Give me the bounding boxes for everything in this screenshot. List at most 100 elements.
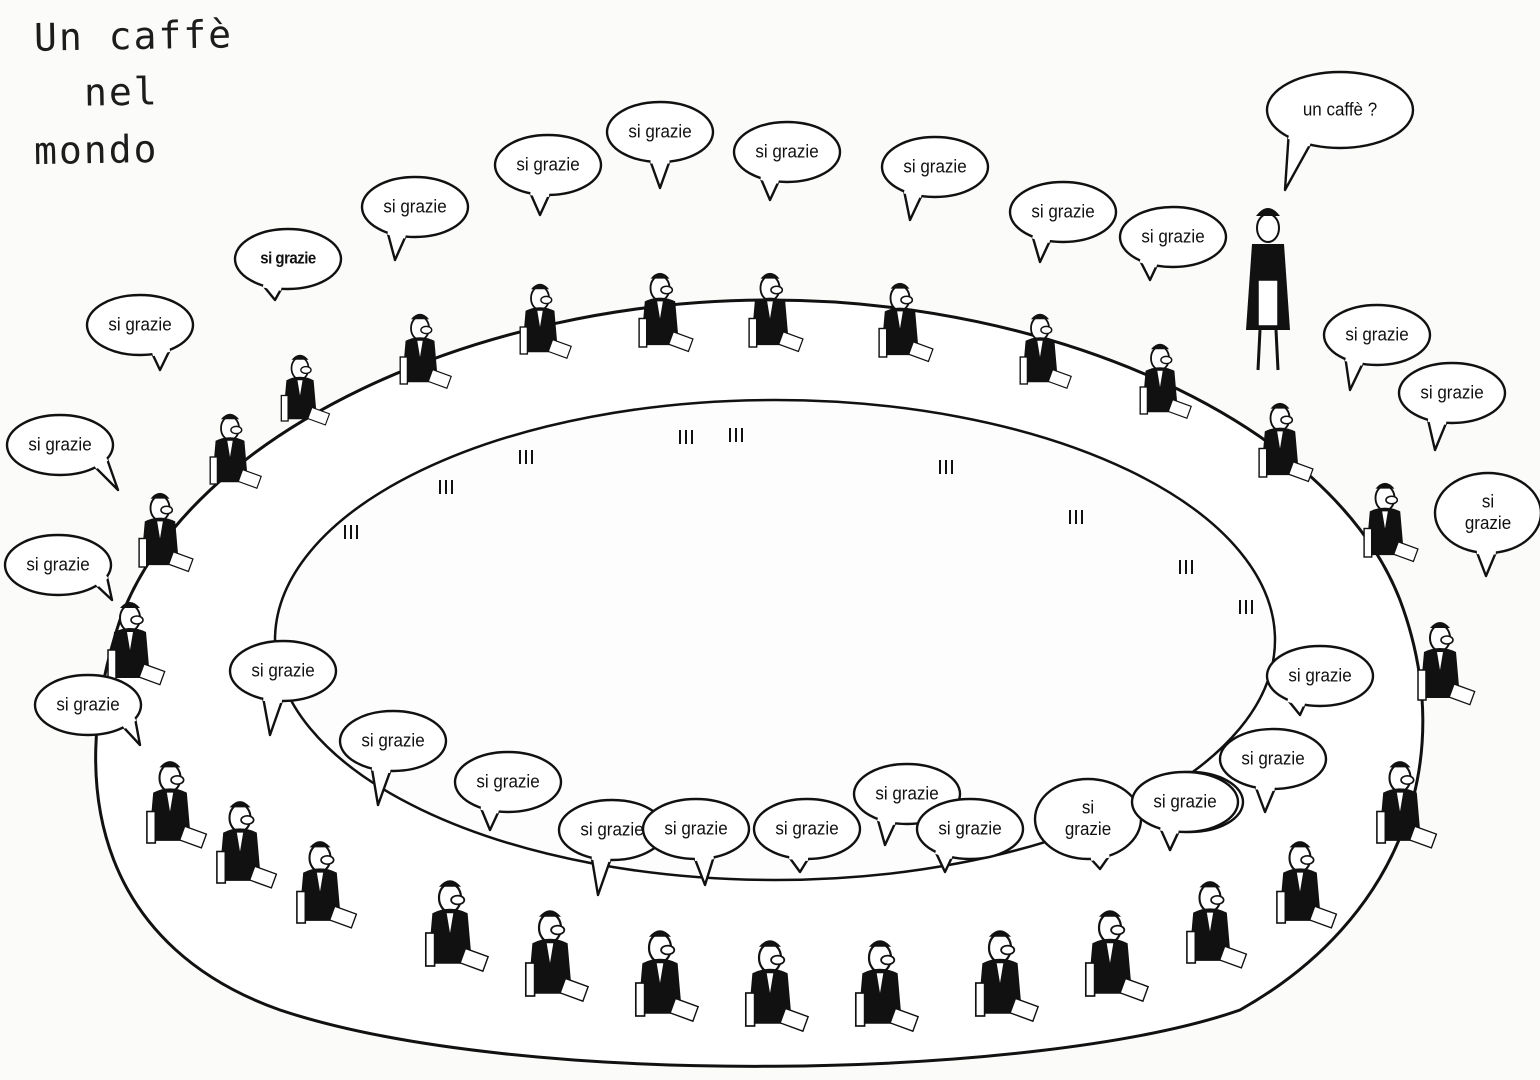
title-line-3: mondo [33,126,159,174]
speech-bubble-text: si grazie [664,818,728,839]
delegate-figure [744,940,810,1033]
speech-bubble-outline [732,120,842,202]
speech-bubble-text: si grazie [1064,797,1112,840]
seated-delegates [107,208,1476,1033]
speech-bubble-text: si grazie [1288,665,1352,686]
speech-bubble-outline [605,100,715,190]
speech-bubble-outline [915,797,1025,874]
speech-bubble-text: si grazie [516,154,580,175]
speech-bubble-outline [1265,644,1375,717]
speech-bubble-outline [1130,770,1240,852]
speech-bubble-outline [641,797,751,887]
speech-bubble: si grazie [1433,471,1540,578]
delegate-figure [1417,622,1476,706]
speech-bubble-outline [1265,70,1415,192]
speech-bubble-outline [453,750,563,832]
speech-bubble-outline [228,639,338,737]
delegate-figure [216,801,278,889]
delegate-figure [1084,910,1150,1003]
speech-bubble: si grazie [453,750,563,832]
speech-bubble-text: si grazie [1031,201,1095,222]
speech-bubble-text: si grazie [260,249,316,268]
delegate-figure [138,492,194,573]
speech-bubble: si grazie [557,798,667,897]
speech-bubble-text: si grazie [1464,491,1512,534]
speech-bubble-text: si grazie [628,121,692,142]
speech-bubble: si grazie [641,797,751,887]
delegate-figure [1019,313,1072,389]
speech-bubble: si grazie [1033,777,1143,871]
speech-bubble-text: si grazie [903,156,967,177]
delegate-figure [399,313,452,389]
speech-bubble-text: si grazie [1345,324,1409,345]
delegate-figure [1258,402,1314,483]
delegate-figure [638,272,694,353]
speech-bubble-outline [3,533,114,602]
speech-bubble: si grazie [1118,205,1228,282]
speech-bubble-outline [338,709,448,807]
speech-bubble-outline [1033,777,1143,871]
speech-bubble-outline [1397,361,1507,452]
speech-bubble: un caffè ? [1265,70,1415,192]
title-line-2: nel [83,69,160,115]
delegate-figure [524,910,590,1003]
speech-bubble-text: un caffè ? [1302,99,1378,120]
speech-bubble: si grazie [5,413,120,492]
delegate-figure [974,930,1040,1023]
speech-bubble: si grazie [1008,180,1118,264]
speech-bubble-outline [1118,205,1228,282]
delegate-figure [854,940,920,1033]
speech-bubble: si grazie [915,797,1025,874]
speech-bubble: si grazie [1397,361,1507,452]
speech-bubble: si grazie [85,293,195,372]
speech-bubble-text: si grazie [938,818,1002,839]
speech-bubble-text: si grazie [361,730,425,751]
speech-bubble: si grazie [233,227,343,302]
table-leg-mark [439,480,453,494]
table-leg-mark [1179,560,1193,574]
table-leg-mark [1069,510,1083,524]
speech-bubble-outline [360,175,470,262]
speech-bubble-outline [1218,727,1328,814]
speech-bubble: si grazie [1265,644,1375,717]
speech-bubble: si grazie [228,639,338,737]
speech-bubble-text: si grazie [775,818,839,839]
speech-bubble-text: si grazie [875,783,939,804]
delegate-figure [1186,881,1248,969]
waitress-figure [1246,208,1290,371]
speech-bubble-text: si grazie [476,771,540,792]
delegate-figure [1276,841,1338,929]
delegate-figure [209,413,262,489]
speech-bubble-outline [1322,303,1432,392]
speech-bubble-text: si grazie [251,660,315,681]
speech-bubble-outline [752,797,862,874]
delegate-figure [1139,343,1192,419]
speech-bubble: si grazie [338,709,448,807]
table-leg-mark [939,460,953,474]
speech-bubble-text: si grazie [1420,382,1484,403]
delegate-figure [878,282,934,363]
delegate-figure [1376,761,1438,849]
speech-bubble-outline [493,133,603,217]
speech-bubble-text: si grazie [383,196,447,217]
table-leg-mark [1239,600,1253,614]
speech-bubble: si grazie [360,175,470,262]
speech-bubble: si grazie [732,120,842,202]
delegate-figure [146,761,208,849]
speech-bubble: si grazie [1322,303,1432,392]
speech-bubble-text: si grazie [28,434,92,455]
speech-bubble-text: si grazie [108,314,172,335]
title-line-1: Un caffè [33,12,234,60]
speech-bubble-text: si grazie [755,141,819,162]
speech-bubble-outline [233,227,343,302]
speech-bubble: si grazie [3,533,114,603]
speech-bubble: si grazie [1130,770,1240,852]
table-leg-mark [729,428,743,442]
speech-bubble-outline [33,673,143,747]
delegate-figure [424,880,490,973]
speech-bubble-text: si grazie [26,554,90,575]
delegate-figure [634,930,700,1023]
speech-bubble-text: si grazie [56,694,120,715]
speech-bubble-text: si grazie [1153,791,1217,812]
speech-bubble-outline [557,798,667,897]
